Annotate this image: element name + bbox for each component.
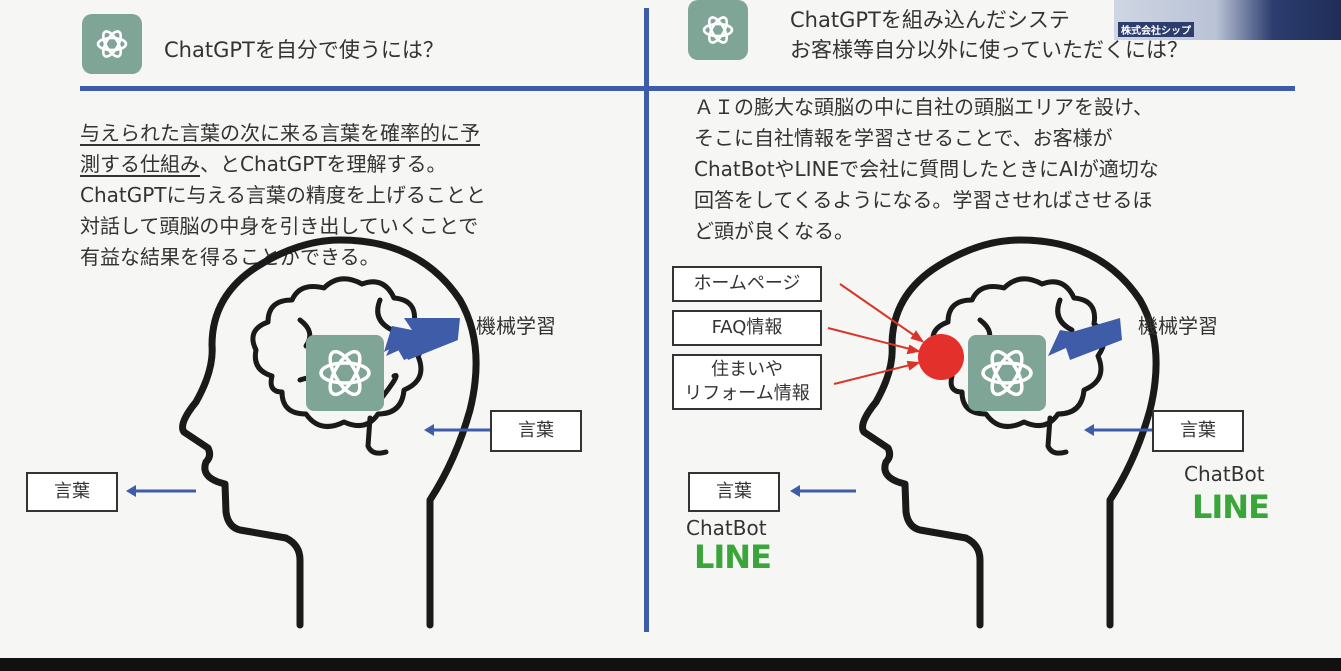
- right-output-chatbot-label: ChatBot: [686, 516, 767, 540]
- source-housing-line2: リフォーム情報: [684, 383, 810, 404]
- right-paragraph-line3: ChatBotやLINEで会社に質問したときにAIが適切な: [694, 157, 1159, 181]
- source-housing-box: 住まいや リフォーム情報: [672, 354, 822, 410]
- left-paragraph-line4: 対話して頭脳の中身を引き出していくことで: [80, 214, 479, 238]
- right-heading-line1: ChatGPTを組み込んだシステ: [790, 8, 1070, 32]
- chatgpt-logo-icon: [82, 14, 142, 74]
- left-output-word-box: 言葉: [26, 472, 118, 512]
- left-paragraph: 与えられた言葉の次に来る言葉を確率的に予 測する仕組み、とChatGPTを理解す…: [80, 118, 486, 273]
- left-heading: ChatGPTを自分で使うには？: [164, 38, 444, 62]
- right-input-word-box: 言葉: [1152, 410, 1244, 452]
- horizontal-divider: [80, 86, 1295, 91]
- source-faq-box: FAQ情報: [672, 310, 822, 346]
- chatgpt-logo-icon-right: [688, 0, 748, 60]
- right-output-line-logo: LINE: [694, 538, 772, 576]
- vertical-divider: [644, 8, 649, 632]
- left-paragraph-line2-underlined: 測する仕組み: [80, 152, 200, 176]
- left-input-word-box: 言葉: [490, 410, 582, 452]
- right-heading-line2: お客様等自分以外に使っていただくには？: [790, 38, 1188, 62]
- right-paragraph-line2: そこに自社情報を学習させることで、お客様が: [694, 126, 1113, 150]
- right-machine-learning-label: 機械学習: [1138, 314, 1218, 338]
- right-input-line-logo: LINE: [1192, 488, 1270, 526]
- right-paragraph: ＡＩの膨大な頭脳の中に自社の頭脳エリアを設け、 そこに自社情報を学習させることで…: [694, 92, 1159, 247]
- left-machine-learning-label: 機械学習: [476, 314, 556, 338]
- source-homepage-box: ホームページ: [672, 266, 822, 302]
- left-paragraph-line3: ChatGPTに与える言葉の精度を上げることと: [80, 183, 486, 207]
- right-paragraph-line4: 回答をしてくるようになる。学習させればさせるほ: [694, 188, 1153, 212]
- right-input-chatbot-label: ChatBot: [1184, 462, 1265, 486]
- left-paragraph-line1: 与えられた言葉の次に来る言葉を確率的に予: [80, 121, 480, 145]
- video-participant-label: 株式会社シップ: [1118, 22, 1194, 37]
- left-paragraph-line2-rest: 、とChatGPTを理解する。: [200, 152, 447, 176]
- left-paragraph-line2: 測する仕組み、とChatGPTを理解する。: [80, 149, 486, 180]
- source-housing-line1: 住まいや: [711, 359, 783, 380]
- right-output-word-box: 言葉: [688, 472, 780, 512]
- bottom-bar: [0, 658, 1341, 671]
- right-paragraph-line5: ど頭が良くなる。: [694, 219, 854, 243]
- right-paragraph-line1: ＡＩの膨大な頭脳の中に自社の頭脳エリアを設け、: [694, 95, 1153, 119]
- left-paragraph-line5: 有益な結果を得ることができる。: [80, 245, 380, 269]
